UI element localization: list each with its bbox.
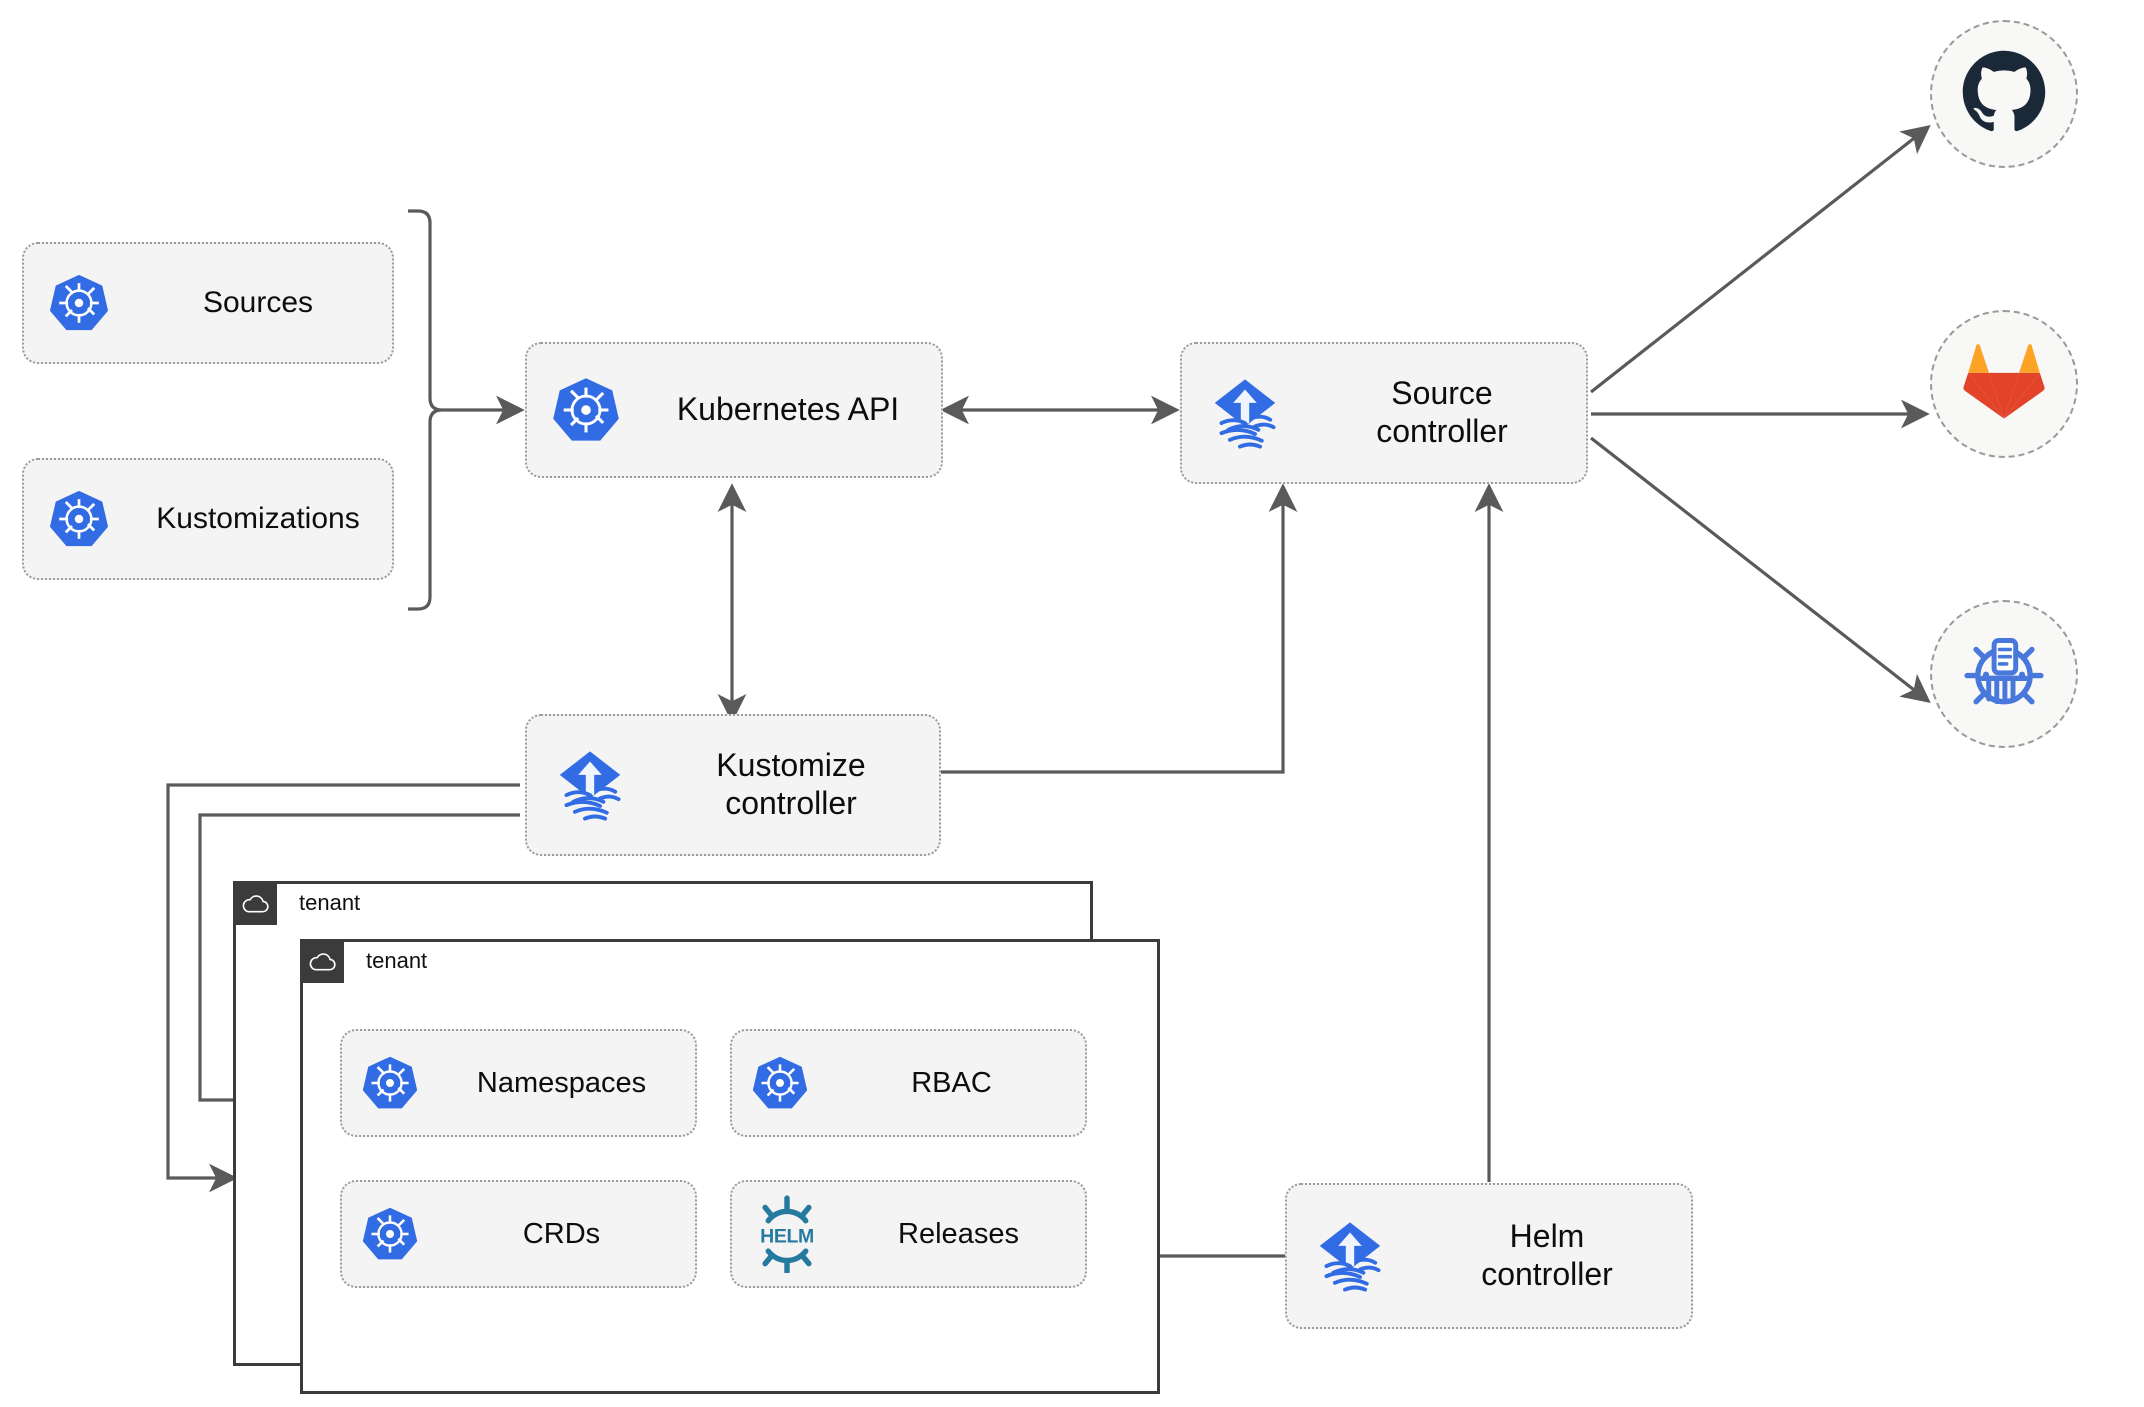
gitlab-icon bbox=[1962, 342, 2046, 427]
endpoint-helm-repository[interactable] bbox=[1930, 600, 2078, 748]
node-label: Source controller bbox=[1376, 375, 1508, 449]
helm-repository-icon bbox=[1959, 627, 2049, 722]
cloud-icon bbox=[233, 881, 277, 925]
node-label: RBAC bbox=[911, 1066, 992, 1099]
wire-source-to-helmrepo bbox=[1590, 436, 1931, 703]
svg-text:HELM: HELM bbox=[760, 1226, 814, 1248]
wire-kustomize-to-tenant-back bbox=[166, 783, 520, 1193]
node-label: Namespaces bbox=[476, 1066, 647, 1099]
node-label: Kubernetes API bbox=[676, 391, 900, 428]
tenant-label: tenant bbox=[366, 948, 428, 973]
node-source-controller[interactable]: Source controller bbox=[1180, 342, 1588, 484]
node-releases[interactable]: HELM Releases bbox=[730, 1180, 1087, 1288]
node-label: Sources bbox=[202, 286, 314, 320]
node-kustomizations[interactable]: Kustomizations bbox=[22, 458, 394, 580]
node-kubernetes-api[interactable]: Kubernetes API bbox=[525, 342, 943, 478]
flux-icon bbox=[527, 743, 653, 827]
wire-kustomize-to-source bbox=[941, 483, 1298, 774]
kubernetes-icon bbox=[342, 1054, 438, 1112]
node-namespaces[interactable]: Namespaces bbox=[340, 1029, 697, 1137]
wire-inputs-bracket bbox=[408, 209, 443, 611]
tenant-header-front: tenant bbox=[300, 939, 1160, 983]
tenant-frame-front[interactable] bbox=[300, 939, 1160, 1394]
kubernetes-icon bbox=[527, 375, 645, 445]
wire-source-to-github bbox=[1590, 125, 1931, 394]
node-label: Kustomizations bbox=[156, 502, 360, 536]
tenant-header-back: tenant bbox=[233, 881, 1093, 925]
kubernetes-icon bbox=[24, 488, 134, 550]
node-sources[interactable]: Sources bbox=[22, 242, 394, 364]
node-helm-controller[interactable]: Helm controller bbox=[1285, 1183, 1693, 1329]
flux-icon bbox=[1182, 371, 1308, 455]
node-label: CRDs bbox=[522, 1217, 601, 1250]
tenant-label: tenant bbox=[299, 890, 361, 915]
node-rbac[interactable]: RBAC bbox=[730, 1029, 1087, 1137]
kubernetes-icon bbox=[24, 272, 134, 334]
node-label: Helm controller bbox=[1481, 1218, 1613, 1292]
cloud-icon bbox=[300, 939, 344, 983]
kubernetes-icon bbox=[342, 1205, 438, 1263]
flux-icon bbox=[1287, 1214, 1413, 1298]
helm-icon: HELM bbox=[732, 1195, 842, 1273]
endpoint-github[interactable] bbox=[1930, 20, 2078, 168]
node-crds[interactable]: CRDs bbox=[340, 1180, 697, 1288]
github-icon bbox=[1961, 49, 2047, 140]
endpoint-gitlab[interactable] bbox=[1930, 310, 2078, 458]
node-label: Releases bbox=[898, 1217, 1019, 1250]
node-label: Kustomize controller bbox=[716, 747, 866, 821]
node-kustomize-controller[interactable]: Kustomize controller bbox=[525, 714, 941, 856]
kubernetes-icon bbox=[732, 1054, 828, 1112]
